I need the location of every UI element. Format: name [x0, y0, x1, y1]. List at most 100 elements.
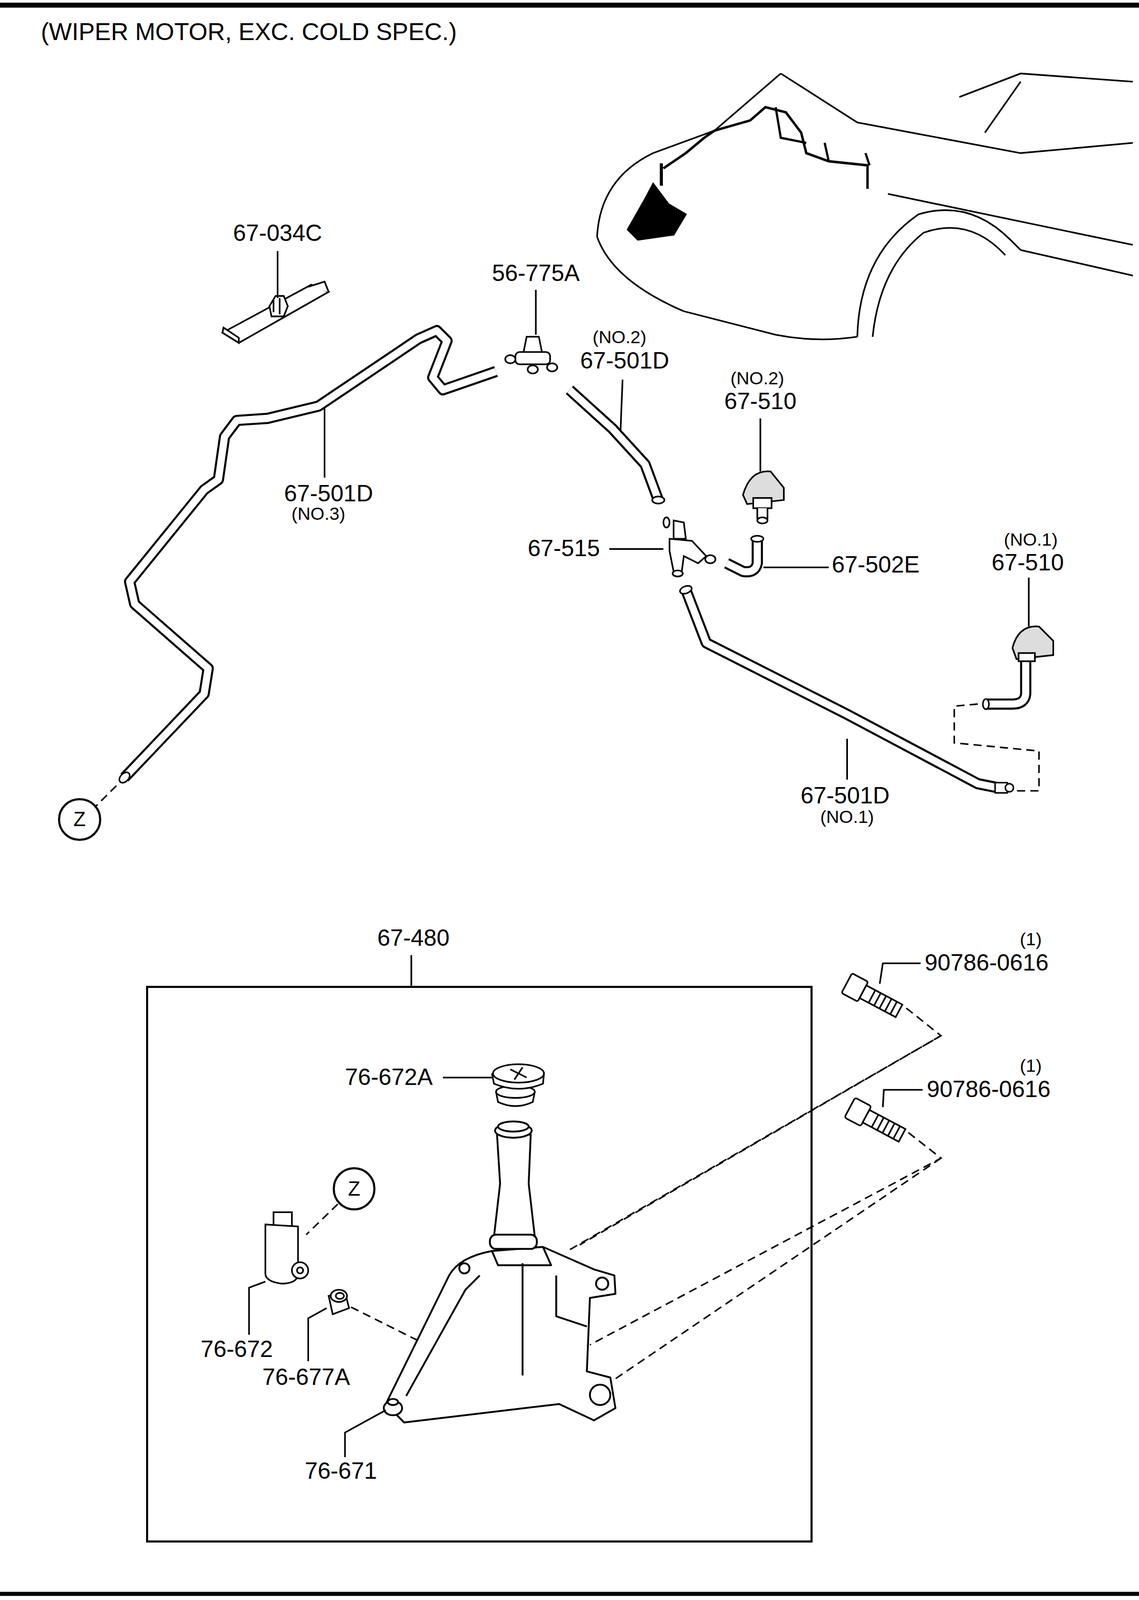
- car-sketch: [596, 73, 781, 237]
- callout-number: 76-671: [304, 1458, 378, 1484]
- callout-number: (NO.2): [730, 368, 785, 389]
- leader-line: [276, 251, 279, 298]
- bolt: [859, 985, 903, 1018]
- callout-number: (1): [1019, 929, 1042, 950]
- callout-number: 67-502E: [831, 552, 920, 578]
- washer-tank: [494, 1134, 535, 1238]
- kit-frame: 67-480Z: [146, 986, 813, 1544]
- washer-nozzle: [1018, 653, 1036, 662]
- callout-number: (NO.2): [592, 327, 647, 347]
- washer-pump: [265, 1212, 350, 1315]
- washer-pump: [296, 1267, 304, 1274]
- washer-tank: [556, 1275, 587, 1327]
- callout-number: 67-034C: [233, 220, 323, 246]
- callout-number: 67-501D: [800, 783, 890, 809]
- car-sketch: [780, 73, 1134, 153]
- washer-tank: [521, 1263, 524, 1376]
- callout-number: 90786-0616: [926, 1076, 1051, 1103]
- frame-heading: 67-480: [377, 925, 450, 951]
- callout-number: 76-672: [200, 1336, 274, 1363]
- car-sketch: [1020, 249, 1133, 276]
- callout-circle: Z: [58, 798, 101, 842]
- washer-tank: [498, 1121, 529, 1132]
- washer-tank: [459, 1263, 470, 1274]
- bolt: [862, 1109, 906, 1142]
- car-sketch: [627, 183, 686, 240]
- hose: [652, 496, 665, 505]
- hose: [117, 330, 1026, 794]
- callout-number: 67-510: [724, 388, 797, 414]
- hose: [117, 770, 132, 785]
- hose-clip: [273, 297, 281, 315]
- hose-clip: [269, 295, 288, 317]
- callout-number: (NO.3): [291, 504, 346, 524]
- callout-number: (NO.1): [819, 807, 874, 827]
- hidden-hose-route: [306, 1204, 339, 1235]
- hose: [569, 389, 659, 500]
- hidden-hose-route: [93, 785, 117, 809]
- car-sketch: [865, 152, 870, 166]
- bolt: [841, 973, 905, 1021]
- callout-circle: Z: [332, 1167, 376, 1211]
- leader-line: [308, 1308, 327, 1362]
- hose: [678, 584, 693, 596]
- hose: [1005, 784, 1013, 793]
- hidden-hose-route: [579, 1036, 941, 1246]
- car-sketch: [985, 81, 1021, 133]
- car-sketch: [659, 163, 663, 187]
- bolt: [841, 973, 908, 1146]
- bolt: [844, 1097, 908, 1146]
- washer-pump: [335, 1292, 344, 1300]
- callout-number: 76-672A: [344, 1064, 433, 1090]
- car-sketch: [824, 142, 829, 162]
- hose: [982, 699, 990, 710]
- tank-cap: [491, 1064, 545, 1107]
- hidden-hose-route: [954, 704, 1040, 792]
- leader-line: [759, 418, 761, 472]
- leader-line: [763, 566, 829, 569]
- leader-line: [410, 955, 412, 987]
- car-sketch: [775, 107, 807, 143]
- washer-tank: [385, 1247, 616, 1423]
- joint-connector: [663, 517, 670, 528]
- leader-line: [248, 1281, 266, 1336]
- hose-clip: [308, 281, 330, 292]
- page-title: (WIPER MOTOR, EXC. COLD SPEC.): [40, 18, 457, 46]
- car-sketch: [857, 210, 1021, 337]
- joint-connector: [669, 538, 707, 572]
- callout-number: 67-510: [991, 549, 1065, 576]
- leader-line: [248, 251, 1029, 1458]
- callout-number: 67-515: [527, 535, 601, 562]
- callout-number: 67-501D: [284, 480, 374, 507]
- joint-connector: [527, 365, 538, 374]
- hose: [686, 590, 999, 788]
- washer-tank: [387, 1399, 398, 1406]
- leader-line: [879, 963, 921, 984]
- washer-tank: [590, 1385, 611, 1406]
- hidden-hose-route: [567, 1008, 941, 1252]
- car-sketch: [596, 73, 1133, 340]
- washer-nozzle: [753, 498, 772, 509]
- callout-number: 67-501D: [580, 348, 670, 374]
- washer-pump: [292, 1262, 309, 1279]
- hose: [124, 330, 497, 778]
- circle-letter: Z: [348, 1179, 361, 1200]
- tank-cap: [493, 1064, 545, 1084]
- joint-connector: [705, 555, 716, 564]
- leader-line: [609, 548, 664, 550]
- bolt: [871, 1114, 901, 1139]
- frame-rule: [0, 2, 1139, 8]
- washer-tank: [595, 1277, 608, 1290]
- leader-line: [442, 1076, 492, 1079]
- car-sketch: [663, 107, 868, 189]
- bolt: [868, 990, 897, 1015]
- callout-number: (1): [1019, 1056, 1042, 1076]
- joint-connector: [505, 336, 716, 577]
- washer-pump: [330, 1290, 347, 1303]
- callout-number: (NO.1): [1004, 529, 1058, 550]
- washer-tank: [406, 1275, 480, 1396]
- joint-connector: [673, 520, 686, 539]
- hose: [726, 538, 758, 573]
- callout-number: 56-775A: [491, 260, 580, 286]
